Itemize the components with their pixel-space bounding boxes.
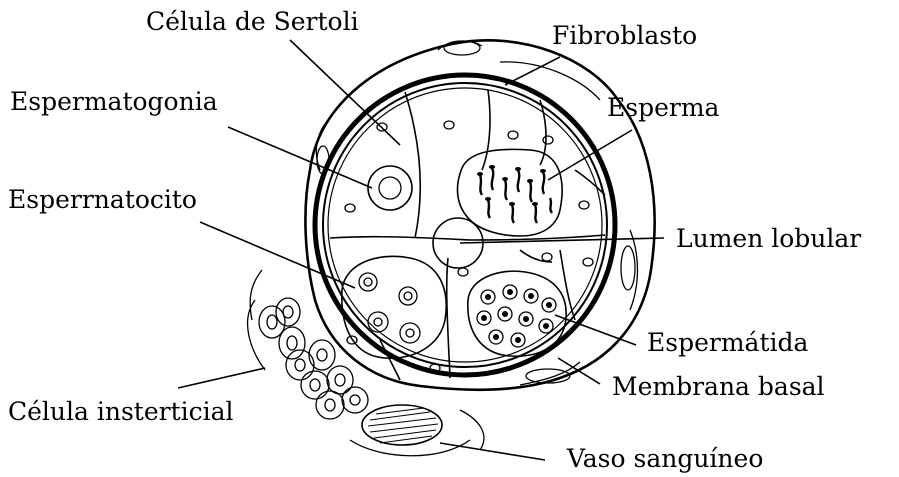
basement-membrane <box>315 75 615 375</box>
leader-vessel <box>440 443 545 460</box>
label-sertoli-cell: Célula de Sertoli <box>146 7 359 36</box>
label-sperm: Esperma <box>607 93 720 122</box>
leader-lines <box>178 40 664 460</box>
leader-sperm <box>548 130 632 180</box>
leader-interstitial <box>178 368 265 388</box>
label-spermatid: Espermátida <box>647 328 808 357</box>
label-fibroblast: Fibroblasto <box>552 21 697 50</box>
leader-spermatogonia <box>228 127 372 188</box>
interstitial-cells <box>248 270 368 419</box>
spermatogonium-cell <box>368 166 412 210</box>
label-interstitial-cell: Célula insterticial <box>8 397 234 426</box>
leader-sertoli <box>290 40 400 145</box>
connective-tissue-envelope <box>305 40 654 389</box>
label-blood-vessel: Vaso sanguíneo <box>566 444 763 473</box>
spermatid-group <box>468 271 566 356</box>
spermatocyte-group <box>342 256 446 358</box>
leader-spermatid <box>555 315 636 345</box>
label-basement-membrane: Membrana basal <box>612 372 825 401</box>
leader-fibroblast <box>505 57 560 85</box>
label-lobular-lumen: Lumen lobular <box>676 224 861 253</box>
label-spermatogonia: Espermatogonia <box>10 87 218 116</box>
label-spermatocyte: Esperrnatocito <box>8 185 197 214</box>
blood-vessel <box>350 405 484 456</box>
